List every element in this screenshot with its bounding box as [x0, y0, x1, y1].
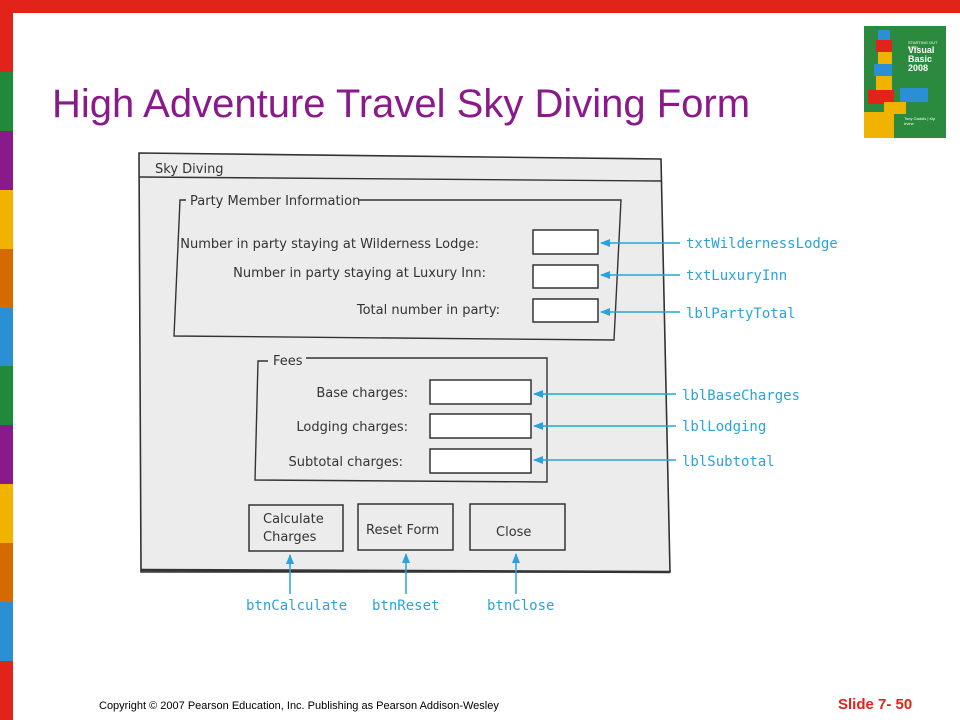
- strip-segment: [0, 425, 13, 485]
- strip-segment: [0, 130, 13, 190]
- strip-segment: [0, 307, 13, 367]
- svg-text:Reset Form: Reset Form: [366, 523, 439, 538]
- wilderness-lodge-textbox[interactable]: [532, 229, 599, 255]
- reset-form-button[interactable]: Reset Form: [357, 503, 454, 551]
- strip-segment: [0, 13, 13, 72]
- fees-legend: Fees: [273, 354, 303, 369]
- strip-segment: [0, 484, 13, 544]
- lego-blocks-icon: [864, 30, 928, 138]
- strip-segment: [0, 543, 13, 603]
- party-total-label-box: [532, 298, 599, 323]
- lodging-charges-box: [429, 413, 532, 439]
- callout-lblBaseCharges: lblBaseCharges: [682, 388, 800, 404]
- strip-segment: [0, 248, 13, 308]
- subtotal-charges-box: [429, 448, 532, 474]
- strip-segment: [0, 660, 13, 720]
- left-color-strip: [0, 13, 13, 720]
- callout-btnReset: btnReset: [372, 598, 439, 614]
- strip-segment: [0, 71, 13, 131]
- callout-btnCalculate: btnCalculate: [246, 598, 347, 614]
- callout-labels: txtWildernessLodge txtLuxuryInn lblParty…: [246, 236, 838, 614]
- luxury-inn-textbox[interactable]: [532, 264, 599, 289]
- total-label: Total number in party:: [356, 303, 500, 318]
- callout-lblPartyTotal: lblPartyTotal: [686, 306, 796, 322]
- party-group-legend: Party Member Information: [190, 194, 360, 209]
- lodging-charges-label: Lodging charges:: [296, 420, 408, 435]
- party-member-group: Party Member Information Number in party…: [173, 194, 622, 341]
- subtotal-charges-label: Subtotal charges:: [289, 455, 403, 470]
- luxury-label: Number in party staying at Luxury Inn:: [233, 266, 486, 281]
- window-title: Sky Diving: [155, 162, 224, 177]
- slide-number: Slide 7- 50: [838, 696, 913, 713]
- callout-btnClose: btnClose: [487, 598, 554, 614]
- svg-text:Charges: Charges: [263, 530, 317, 545]
- svg-text:Calculate: Calculate: [263, 512, 324, 527]
- copyright-footer: Copyright © 2007 Pearson Education, Inc.…: [99, 700, 499, 712]
- callout-txtWildernessLodge: txtWildernessLodge: [686, 236, 838, 252]
- base-charges-label: Base charges:: [316, 386, 408, 401]
- base-charges-box: [429, 379, 532, 405]
- close-button[interactable]: Close: [469, 503, 566, 551]
- callout-lblSubtotal: lblSubtotal: [682, 454, 775, 470]
- slide-title: High Adventure Travel Sky Diving Form: [52, 82, 751, 126]
- callout-txtLuxuryInn: txtLuxuryInn: [686, 268, 787, 284]
- top-accent-bar: [0, 0, 960, 13]
- calculate-charges-button[interactable]: Calculate Charges: [248, 504, 344, 552]
- strip-segment: [0, 602, 13, 661]
- svg-text:Close: Close: [496, 525, 531, 540]
- book-authors: Tony Gaddis | Kip Irvine: [904, 116, 936, 126]
- strip-segment: [0, 189, 13, 249]
- callout-lblLodging: lblLodging: [682, 419, 766, 435]
- strip-segment: [0, 366, 13, 426]
- callout-arrows: [286, 239, 680, 594]
- wilderness-label: Number in party staying at Wilderness Lo…: [180, 237, 479, 252]
- book-tagline: STARTING OUT WITH: [908, 40, 938, 50]
- form-window: Sky Diving: [138, 152, 671, 574]
- fees-group: Fees Base charges: Lodging charges: Subt…: [254, 354, 548, 483]
